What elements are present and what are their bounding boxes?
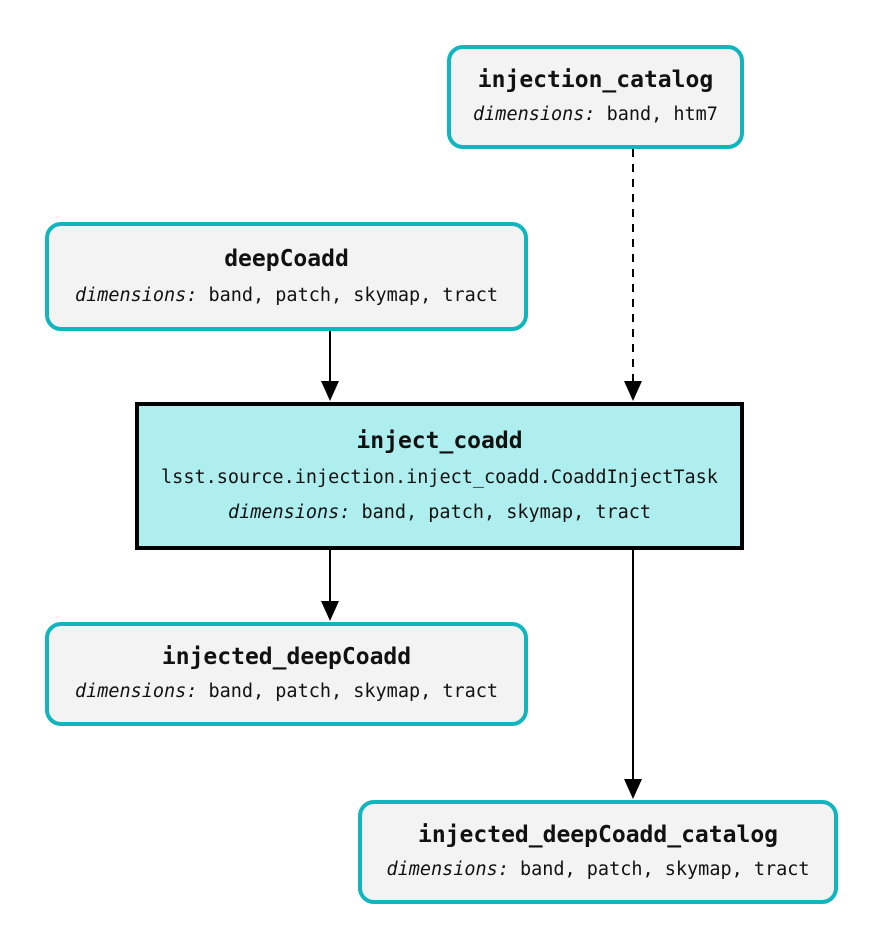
- dimensions-value: band, patch, skymap, tract: [519, 859, 810, 881]
- edge-deepcoadd-to-inject-coadd: [321, 331, 339, 401]
- dimensions-value: band, patch, skymap, tract: [361, 502, 652, 524]
- edge-inject-coadd-to-injected-deepcoadd-catalog: [624, 550, 642, 799]
- dimensions-value: band, patch, skymap, tract: [208, 284, 499, 306]
- node-title: inject_coadd: [356, 427, 523, 454]
- node-title: injected_deepCoadd: [161, 644, 412, 671]
- dimensions-value: band, htm7: [606, 104, 718, 126]
- dimensions-line: dimensions: band, patch, skymap, tract: [74, 284, 499, 306]
- dimensions-line: dimensions: band, patch, skymap, tract: [227, 502, 652, 524]
- dimensions-line: dimensions: band, htm7: [473, 105, 718, 125]
- task-class-path: lsst.source.injection.inject_coadd.Coadd…: [161, 467, 718, 489]
- edge-inject-coadd-to-injected-deepcoadd: [321, 550, 339, 621]
- node-injected-deepcoadd: injected_deepCoadd dimensions: band, patc…: [45, 622, 528, 726]
- node-title: deepCoadd: [224, 246, 349, 273]
- edge-injection-catalog-to-inject-coadd: [624, 149, 642, 401]
- dimensions-value: band, patch, skymap, tract: [208, 681, 499, 703]
- node-title: injection_catalog: [477, 67, 714, 94]
- dimensions-line: dimensions: band, patch, skymap, tract: [75, 682, 498, 702]
- dimensions-label: dimensions:: [227, 502, 351, 524]
- dimensions-label: dimensions:: [74, 284, 198, 306]
- node-injection-catalog: injection_catalog dimensions: band, htm7: [447, 45, 744, 149]
- dimensions-line: dimensions: band, patch, skymap, tract: [386, 860, 809, 880]
- dimensions-label: dimensions:: [386, 859, 509, 881]
- node-inject-coadd-task: inject_coadd lsst.source.injection.injec…: [135, 402, 744, 550]
- node-title: injected_deepCoadd_catalog: [417, 822, 779, 849]
- node-injected-deepcoadd-catalog: injected_deepCoadd_catalog dimensions: ba…: [358, 800, 838, 904]
- dimensions-label: dimensions:: [74, 681, 198, 703]
- node-deepcoadd: deepCoadd dimensions: band, patch, skymap…: [45, 222, 528, 331]
- dimensions-label: dimensions:: [473, 104, 596, 126]
